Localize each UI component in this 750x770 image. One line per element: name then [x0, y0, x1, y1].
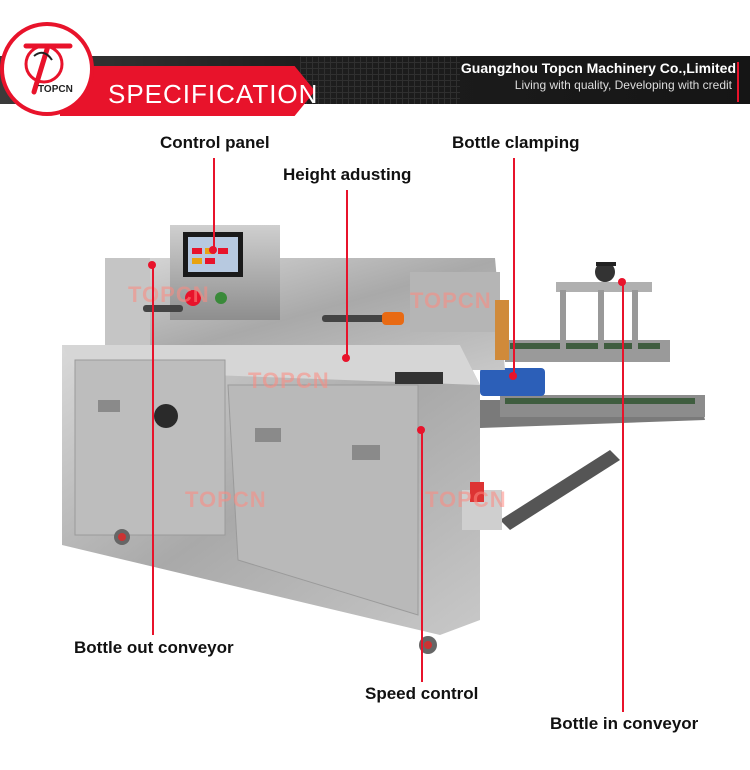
- company-slogan: Living with quality, Developing with cre…: [514, 78, 732, 92]
- label-bottle-in-conveyor: Bottle in conveyor: [550, 714, 699, 733]
- company-name: Guangzhou Topcn Machinery Co.,Limited: [460, 60, 736, 76]
- logo-text: TOPCN: [38, 84, 73, 95]
- leader-bottle-in-conveyor: [622, 282, 624, 712]
- callout-dot: [618, 278, 626, 286]
- leader-bottle-out-conveyor: [152, 265, 154, 635]
- watermark: TOPCN: [248, 368, 330, 393]
- logo-mark-icon: [23, 43, 73, 95]
- leader-speed-control: [421, 430, 423, 682]
- section-title: SPECIFICATION: [108, 79, 319, 109]
- company-logo: [0, 22, 94, 116]
- callout-dot: [209, 246, 217, 254]
- label-bottle-out-conveyor: Bottle out conveyor: [74, 638, 234, 657]
- label-height-adjusting: Height adusting: [283, 165, 412, 184]
- label-control-panel: Control panel: [160, 133, 270, 152]
- header-accent-line: [737, 62, 739, 102]
- watermark: TOPCN: [128, 282, 210, 307]
- watermark: TOPCN: [185, 487, 267, 512]
- callout-dot: [148, 261, 156, 269]
- watermark: TOPCN: [410, 288, 492, 313]
- leader-height-adjusting: [346, 190, 348, 358]
- watermark: TOPCN: [425, 487, 507, 512]
- label-bottle-clamping: Bottle clamping: [452, 133, 580, 152]
- leader-control-panel: [213, 158, 215, 250]
- banner-pattern: [300, 56, 460, 104]
- callout-dot: [417, 426, 425, 434]
- callout-dot: [509, 372, 517, 380]
- spec-tab: [60, 66, 315, 116]
- callout-dot: [342, 354, 350, 362]
- leader-bottle-clamping: [513, 158, 515, 376]
- label-speed-control: Speed control: [365, 684, 479, 703]
